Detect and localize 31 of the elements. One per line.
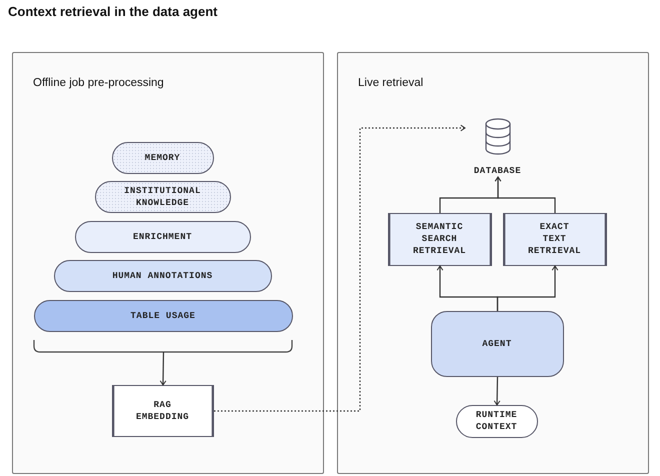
node-label: MEMORY (144, 152, 182, 164)
agent-box (430, 310, 564, 376)
panel-title: Offline job pre-processing (33, 77, 164, 89)
arrow (494, 376, 500, 406)
node-label: ENRICHMENT (132, 230, 193, 242)
diagram-title: Context retrieval in the data agent (8, 4, 218, 19)
panel-title: Live retrieval (358, 77, 424, 89)
node-label: RUNTIME CONTEXT (474, 409, 518, 433)
arrow (214, 124, 466, 412)
node-label: AGENT (481, 338, 513, 350)
arrow (160, 352, 166, 386)
node-label: RAG EMBEDDING (134, 398, 190, 422)
process-box (502, 212, 606, 266)
arrow (494, 176, 556, 213)
node-label: HUMAN ANNOTATIONS (111, 270, 214, 282)
node-label: INSTITUTIONAL KNOWLEDGE (123, 184, 202, 208)
process-box (388, 212, 492, 266)
node-label: SEMANTIC SEARCH RETRIEVAL (412, 221, 468, 257)
layer-pill (54, 260, 272, 292)
arrow (496, 266, 558, 311)
layer-pill (74, 220, 250, 252)
node-label: EXACT TEXT RETRIEVAL (526, 221, 582, 257)
layer-pill (112, 142, 214, 174)
process-box (112, 384, 214, 436)
panel (337, 52, 649, 474)
layer-pill (456, 404, 538, 438)
panel (12, 52, 324, 474)
layer-pill (94, 180, 230, 212)
layer-pill (34, 300, 292, 332)
node-label: TABLE USAGE (130, 310, 196, 322)
node-label: DATABASE (472, 164, 522, 176)
